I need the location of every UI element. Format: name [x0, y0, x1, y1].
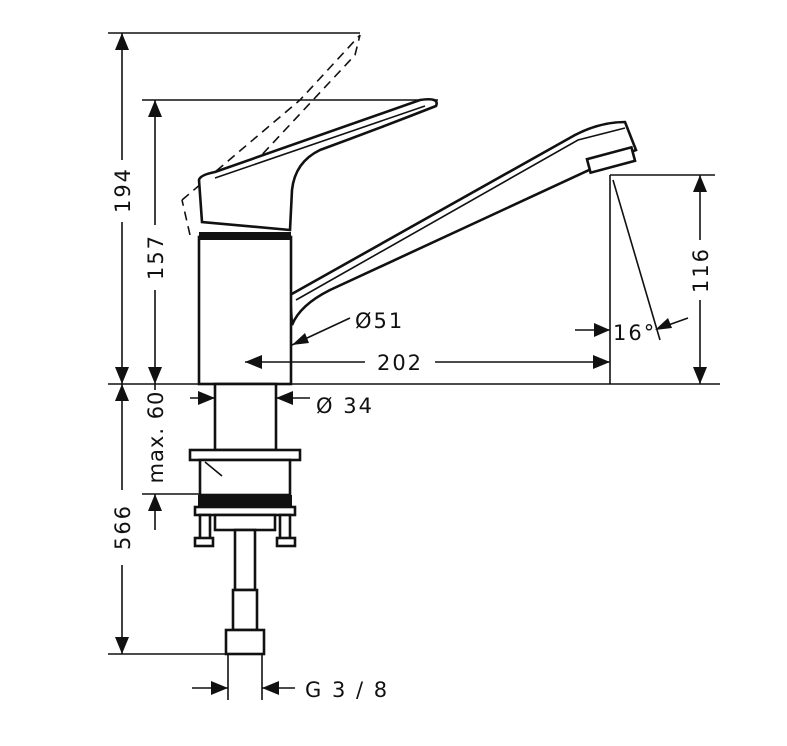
dim-body-diameter: Ø51 — [355, 309, 404, 333]
dim-outlet-height: 116 — [689, 247, 713, 293]
dim-hose-length: 566 — [111, 504, 135, 550]
dim-total-height: 194 — [111, 167, 135, 213]
dim-lever-height: 157 — [144, 234, 168, 280]
mounting-assembly — [188, 382, 302, 656]
dim-spray-angle: 16° — [613, 321, 656, 345]
faucet-body — [197, 97, 638, 386]
dim-connection-thread: G 3 / 8 — [305, 678, 389, 702]
dim-max-worktop: max. 60 — [144, 391, 168, 484]
dim-spout-reach: 202 — [377, 351, 423, 375]
dim-shank-diameter: Ø 34 — [316, 394, 374, 418]
dimension-lines — [115, 33, 707, 695]
lever-open-position-outline — [181, 34, 361, 236]
